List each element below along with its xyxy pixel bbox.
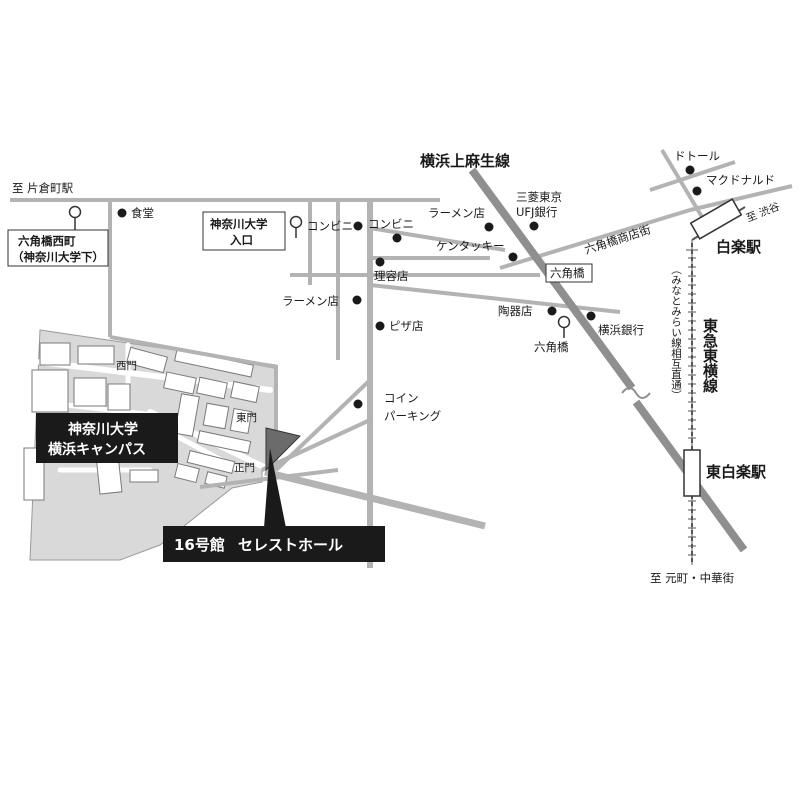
rail-label-toyoko: 東急東横線 — [701, 317, 719, 394]
campus-name-line2: 横浜キャンパス — [48, 441, 146, 458]
dot-barber-icon — [375, 257, 385, 267]
landmark-label-mcdonalds: マクドナルド — [706, 173, 775, 187]
hall-callout-pointer — [264, 448, 286, 528]
landmark-label-rokkakubashi-crossing: 六角橋 — [550, 266, 585, 280]
bus-stops — [68, 205, 571, 338]
road-campus-north — [109, 335, 277, 369]
building — [39, 342, 71, 366]
building — [129, 469, 159, 483]
dot-pizza-icon — [375, 321, 385, 331]
dot-coin-parking-icon — [353, 399, 363, 409]
landmark-label-convenience1: コンビニ — [307, 219, 353, 233]
bus-stop-pin-icon — [557, 315, 571, 338]
dot-ramen2-icon — [484, 222, 494, 232]
dot-kfc-icon — [508, 252, 518, 262]
campus-gate-main: 正門 — [234, 462, 255, 474]
road-label-katakuramachi: 至 片倉町駅 — [12, 181, 74, 195]
bus-stop-label-kanagawa-1: 神奈川大学 — [210, 217, 268, 231]
building — [107, 383, 131, 411]
bus-stop-pin-icon — [289, 215, 303, 238]
road-shotengai — [499, 208, 691, 270]
campus-gate-west: 西門 — [116, 360, 137, 372]
building — [229, 408, 253, 434]
bus-stop-label-rokkakubashi: 六角橋 — [534, 340, 569, 354]
road-label-shotengai: 六角橋商店街 — [583, 222, 653, 257]
road-kanagawa-entrance — [288, 198, 312, 285]
road-to-shibuya — [689, 184, 793, 212]
building — [186, 450, 236, 474]
landmark-label-pizza: ピザ店 — [389, 319, 424, 333]
road-shop-1 — [369, 226, 506, 252]
box-rokkakubashi-crossing — [545, 263, 593, 283]
bus-stop-pin-icon — [68, 205, 82, 230]
landmark-dots — [117, 165, 702, 409]
building — [230, 380, 260, 404]
bus-stop-label-nishimachi-2: （神奈川大学下） — [12, 250, 104, 264]
landmark-label-coin-2: パーキング — [384, 409, 442, 423]
dot-cafeteria-icon — [117, 208, 127, 218]
bus-stop-label-nishimachi-1: 六角橋西町 — [18, 234, 76, 248]
building — [196, 430, 252, 454]
building — [125, 346, 169, 374]
road-label-shibuya: 至 渋谷 — [744, 199, 782, 224]
road-rokkakubashi-south — [369, 283, 621, 314]
dot-pottery-icon — [547, 306, 557, 316]
campus-name-line1: 神奈川大学 — [68, 421, 138, 438]
dot-yokohama-bank-icon — [586, 311, 596, 321]
rail-ties — [688, 257, 696, 556]
dot-doutor-icon — [685, 165, 695, 175]
building — [73, 377, 107, 407]
dot-convenience1-icon — [353, 221, 363, 231]
building — [163, 371, 197, 395]
building — [77, 345, 115, 365]
dot-convenience2-icon — [392, 233, 402, 243]
landmark-label-barber: 理容店 — [374, 269, 409, 283]
dot-mufg-icon — [529, 221, 539, 231]
building — [174, 462, 200, 484]
hall-16-marker — [265, 427, 301, 472]
building — [196, 376, 228, 400]
landmark-label-convenience2: コンビニ — [368, 217, 414, 231]
hall-label-box — [163, 526, 385, 562]
landmark-label-kfc: ケンタッキー — [436, 239, 505, 253]
box-kanagawa-entrance — [202, 211, 286, 251]
campus-gate-east: 東門 — [236, 411, 257, 424]
rail-label-kamiasao: 横浜上麻生線 — [420, 152, 510, 170]
landmark-label-mufg-1: 三菱東京 — [516, 190, 562, 204]
dot-ramen1-icon — [352, 295, 362, 305]
landmark-label-yokohama-bank: 横浜銀行 — [598, 323, 644, 337]
box-rokkakubashi-nishimachi — [7, 229, 109, 267]
building — [202, 402, 230, 430]
landmark-label-doutor: ドトール — [674, 149, 720, 163]
roads — [10, 148, 793, 568]
landmark-label-ramen1: ラーメン店 — [282, 294, 339, 308]
landmark-label-ramen2: ラーメン店 — [428, 206, 485, 220]
rail-label-minatomirai: （みなとみらい線相互直通） — [670, 264, 682, 401]
hall-name-label: セレストホール — [238, 536, 343, 554]
campus-label-box — [36, 413, 178, 463]
road-doutor-east — [649, 160, 736, 192]
higashi-hakuraku-station-building — [683, 449, 701, 497]
road-label-motomachi: 至 元町・中華街 — [650, 571, 735, 585]
landmark-label-pottery: 陶器店 — [498, 304, 533, 318]
building — [174, 393, 200, 437]
landmark-label-mufg-2: UFJ銀行 — [516, 205, 557, 219]
station-label-higashi-hakuraku: 東白楽駅 — [706, 463, 767, 481]
hakuraku-station-building — [689, 198, 743, 240]
road-arterial — [264, 468, 486, 530]
road-south-diag — [261, 418, 371, 472]
road-to-doutor — [660, 148, 707, 224]
station-label-hakuraku: 白楽駅 — [716, 238, 762, 256]
landmark-label-cafeteria: 食堂 — [131, 206, 154, 220]
landmark-label-coin-1: コイン — [384, 391, 419, 405]
hall-number-label: 16号館 — [174, 536, 225, 554]
building — [31, 369, 69, 413]
bus-stop-label-kanagawa-2: 入口 — [230, 233, 253, 247]
dot-mcdonalds-icon — [692, 186, 702, 196]
